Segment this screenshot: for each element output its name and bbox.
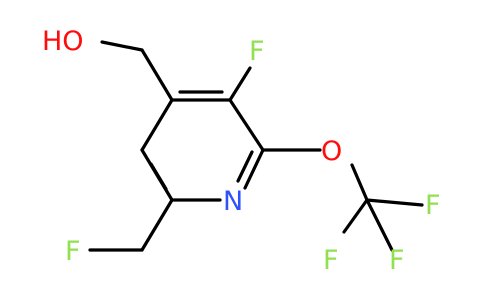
bond-c4-ch2: [140, 48, 174, 102]
bond-c3-c2: [228, 98, 265, 152]
cf3-fluorine-2-label: F: [323, 245, 339, 276]
bond-c6-ch2: [140, 198, 174, 252]
bond-c2-n1-inner: [236, 150, 254, 183]
bond-ch2-oh: [100, 40, 144, 52]
fluoromethyl-fluorine-label: F: [65, 236, 81, 267]
bond-c2-n1: [243, 148, 265, 190]
ring-fluorine-label: F: [249, 36, 265, 67]
bond-cf3-f1: [365, 198, 424, 207]
cf3-fluorine-1-label: F: [425, 190, 441, 221]
bond-c6-c5-inner: [149, 162, 168, 191]
bond-cf3-f2: [342, 198, 369, 234]
bond-c5-c4: [140, 98, 174, 152]
ring-nitrogen-label: N: [223, 186, 243, 217]
bond-c3-f: [228, 66, 252, 102]
bond-cf3-f3: [365, 198, 394, 252]
hydroxyl-label: HO: [42, 26, 84, 57]
ether-oxygen-label: O: [321, 136, 342, 167]
cf3-fluorine-3-label: F: [389, 245, 405, 276]
bond-o-cf3: [350, 163, 369, 202]
